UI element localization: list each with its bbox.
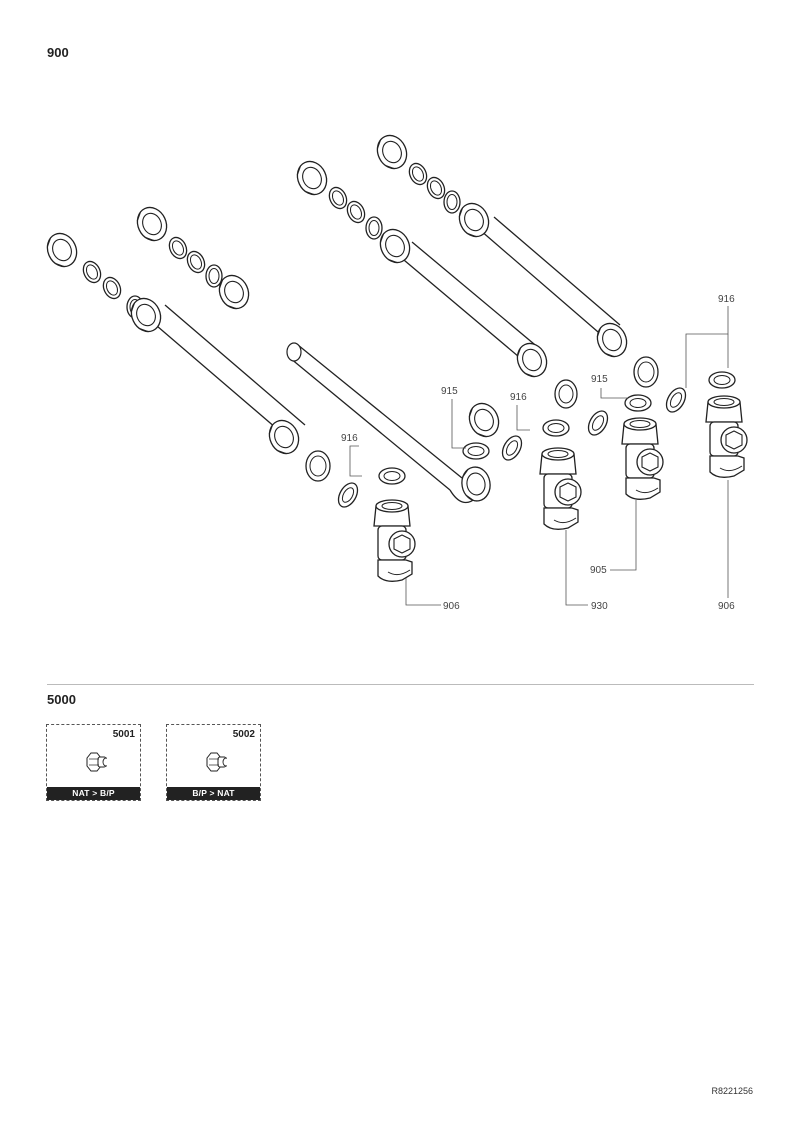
callout-915: 915 <box>441 386 458 397</box>
callout-915-right: 915 <box>591 374 608 385</box>
callout-916-mid: 916 <box>510 392 527 403</box>
kit-card-5001[interactable]: 5001 NAT > B/P <box>46 724 141 801</box>
exploded-parts-diagram: 916 906 915 916 930 915 905 916 906 <box>41 130 748 612</box>
callout-leader-lines <box>349 306 729 606</box>
valve-assembly-right-centre <box>583 394 664 500</box>
fitting-set-2 <box>131 202 255 314</box>
kit-code: 5002 <box>232 729 255 740</box>
section-title-5000: 5000 <box>47 692 76 707</box>
bent-pipe <box>286 342 494 504</box>
section-title-900: 900 <box>47 45 69 60</box>
valve-assembly-far-right <box>661 371 748 478</box>
kit-code: 5001 <box>112 729 135 740</box>
pipe-assembly-1 <box>41 228 331 482</box>
gas-nozzle-icon <box>206 752 227 772</box>
pipe-assembly-3 <box>291 156 578 409</box>
callout-906-left: 906 <box>443 601 460 612</box>
callout-906-right: 906 <box>718 601 735 612</box>
valve-assembly-centre <box>462 398 582 530</box>
callout-916-left: 916 <box>341 433 358 444</box>
document-reference: R8221256 <box>711 1086 753 1096</box>
kit-label: NAT > B/P <box>47 787 140 800</box>
callout-905: 905 <box>590 565 607 576</box>
pipe-assembly-4 <box>371 130 659 388</box>
callout-916-right: 916 <box>718 294 735 305</box>
valve-assembly-left <box>333 467 416 582</box>
kit-label: B/P > NAT <box>167 787 260 800</box>
section-divider <box>47 684 754 685</box>
callout-930: 930 <box>591 601 608 612</box>
gas-nozzle-icon <box>86 752 107 772</box>
kit-card-5002[interactable]: 5002 B/P > NAT <box>166 724 261 801</box>
